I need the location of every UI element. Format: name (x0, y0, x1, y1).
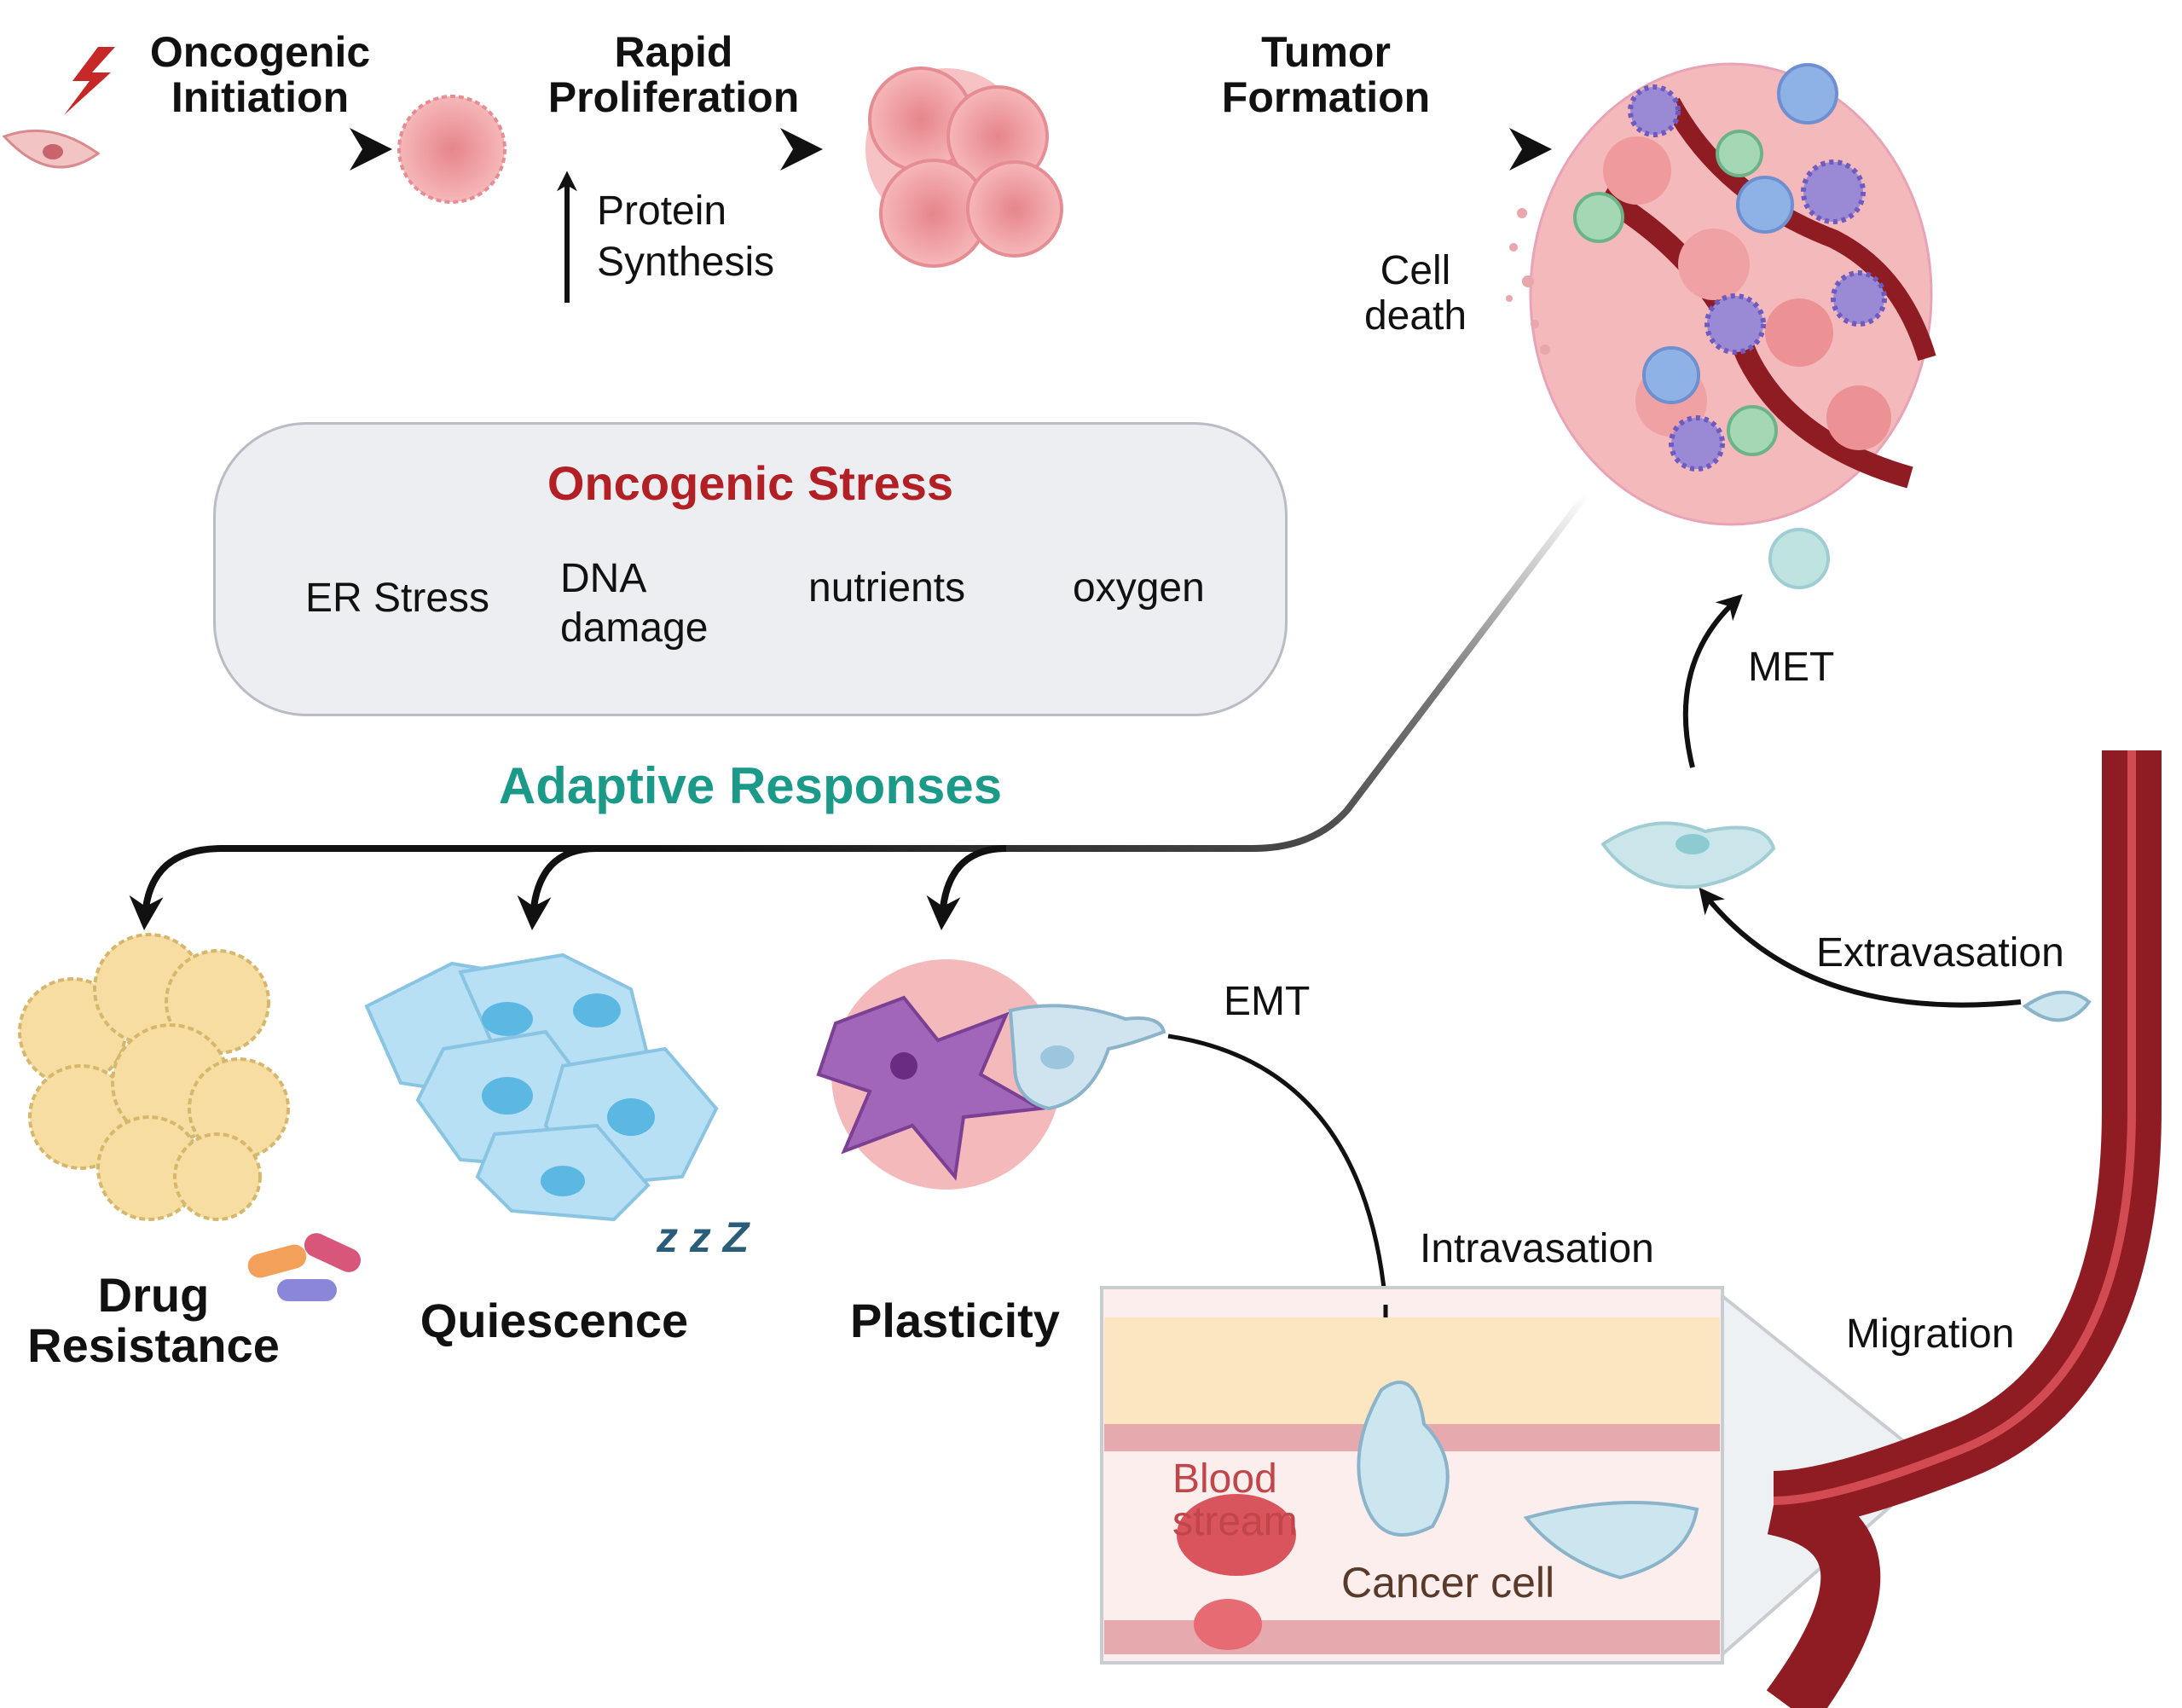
sleep-zzz-icon: z z Z (657, 1213, 750, 1261)
label-plasticity: Plasticity (850, 1294, 1060, 1347)
label-intravasation: Intravasation (1420, 1226, 1654, 1271)
label-nutrients: nutrients (808, 565, 966, 611)
label-met: MET (1748, 645, 1835, 690)
branch-plasticity (926, 845, 1007, 930)
label-rapid-proliferation: Rapid Proliferation (547, 28, 800, 121)
quiescent-cells (364, 952, 719, 1222)
met-cell (1768, 528, 1830, 589)
vessel-inset (1100, 1286, 1939, 1665)
arrow-extravasation (1699, 887, 2022, 1008)
label-extravasation: Extravasation (1816, 930, 2064, 976)
label-oncogenic-stress: Oncogenic Stress (547, 456, 954, 510)
label-tumor-formation: Tumor Formation (1221, 28, 1431, 121)
cell-death-debris (1506, 208, 1550, 355)
transformed-cell (397, 95, 506, 204)
branch-line (129, 845, 648, 930)
label-er-stress: ER Stress (305, 576, 490, 621)
label-quiescence: Quiescence (420, 1294, 689, 1347)
pill-icon (247, 1233, 362, 1301)
label-cancer-cell: Cancer cell (1341, 1559, 1555, 1607)
proliferating-cell-cluster (865, 67, 1063, 268)
tumor-mass (1529, 62, 1936, 526)
label-protein-synthesis: Protein Synthesis (597, 188, 775, 285)
label-drug-resistance: Drug Resistance (27, 1268, 280, 1372)
arrow-met (1682, 593, 1743, 768)
label-migration: Migration (1846, 1311, 2015, 1357)
branch-quiescence (517, 845, 598, 930)
extravasated-cell (1600, 821, 1776, 889)
drug-resistant-cells (18, 933, 290, 1221)
label-cell-death: Cell death (1363, 248, 1467, 339)
plastic-cells (816, 959, 1166, 1190)
label-emt: EMT (1224, 979, 1311, 1024)
label-adaptive-responses: Adaptive Responses (498, 757, 1003, 814)
arrow-emt (1167, 1033, 1396, 1313)
label-blood-stream: Blood stream (1172, 1456, 1298, 1545)
blood-vessel (1766, 750, 2162, 1708)
label-dna-damage: DNA damage (560, 556, 709, 651)
lightning-icon (64, 47, 115, 115)
label-oxygen: oxygen (1073, 565, 1205, 611)
arrow-tumor-to-adaptive (648, 492, 1589, 852)
oncogenic-stress-box (213, 422, 1288, 716)
label-oncogenic-initiation: Oncogenic Initiation (149, 28, 371, 121)
normal-cell (2, 129, 101, 169)
